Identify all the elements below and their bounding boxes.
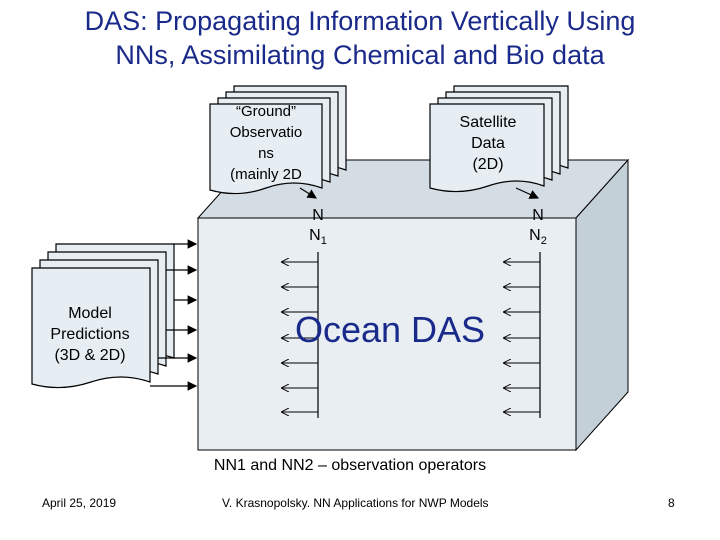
ocean-box bbox=[196, 158, 630, 452]
nn1-input-arrow bbox=[299, 187, 318, 199]
model-predictions-label: Model Predictions (3D & 2D) bbox=[32, 303, 148, 366]
observation-operators-caption: NN1 and NN2 – observation operators bbox=[213, 457, 487, 474]
title-line-2: NNs, Assimilating Chemical and Bio data bbox=[115, 40, 605, 70]
model-label-line-1: Model bbox=[68, 305, 112, 322]
nn1-label-bottom: N1 bbox=[300, 226, 336, 251]
nn2-label-bottom: N2 bbox=[520, 226, 556, 251]
ground-observations-label: “Ground” Observatio ns (mainly 2D bbox=[212, 101, 320, 185]
nn1-column bbox=[282, 187, 319, 418]
ground-observations-doc bbox=[209, 85, 347, 195]
ground-label-line-4: (mainly 2D bbox=[230, 166, 302, 183]
nn1-propagation-arrows bbox=[282, 262, 318, 412]
model-label-line-2: Predictions bbox=[50, 326, 130, 343]
nn2-input-arrow bbox=[515, 187, 540, 199]
satellite-label-line-1: Satellite bbox=[459, 114, 517, 131]
model-arrows bbox=[150, 239, 198, 391]
nn2-column bbox=[504, 187, 541, 418]
nn1-label-base: N bbox=[309, 227, 321, 244]
nn2-propagation-arrows bbox=[504, 262, 540, 412]
ground-label-line-1: “Ground” bbox=[235, 103, 297, 120]
nn2-label-base: N bbox=[529, 227, 541, 244]
ground-label-line-2: Observatio bbox=[229, 124, 303, 141]
slide-title: DAS: Propagating Information Vertically … bbox=[0, 4, 720, 72]
nn1-label: N N1 bbox=[300, 206, 336, 251]
title-line-1: DAS: Propagating Information Vertically … bbox=[84, 6, 636, 36]
nn1-label-subscript: 1 bbox=[320, 235, 327, 248]
nn1-label-top: N bbox=[312, 207, 324, 224]
satellite-data-label: Satellite Data (2D) bbox=[434, 112, 542, 175]
ocean-box-front bbox=[197, 217, 577, 451]
satellite-data-doc bbox=[429, 85, 569, 193]
footer-date: April 25, 2019 bbox=[42, 496, 117, 510]
footer-page-number: 8 bbox=[668, 496, 675, 510]
footer-author: V. Krasnopolsky. NN Applications for NWP… bbox=[222, 496, 489, 510]
ocean-das-label: Ocean DAS bbox=[294, 309, 486, 350]
nn2-label-top: N bbox=[532, 207, 544, 224]
model-predictions-doc bbox=[31, 243, 175, 389]
ground-label-line-3: ns bbox=[258, 145, 274, 162]
model-label-line-3: (3D & 2D) bbox=[54, 347, 126, 364]
nn2-label: N N2 bbox=[520, 206, 556, 251]
satellite-label-line-2: Data bbox=[471, 135, 505, 152]
satellite-label-line-3: (2D) bbox=[472, 156, 504, 173]
nn2-label-subscript: 2 bbox=[540, 235, 547, 248]
